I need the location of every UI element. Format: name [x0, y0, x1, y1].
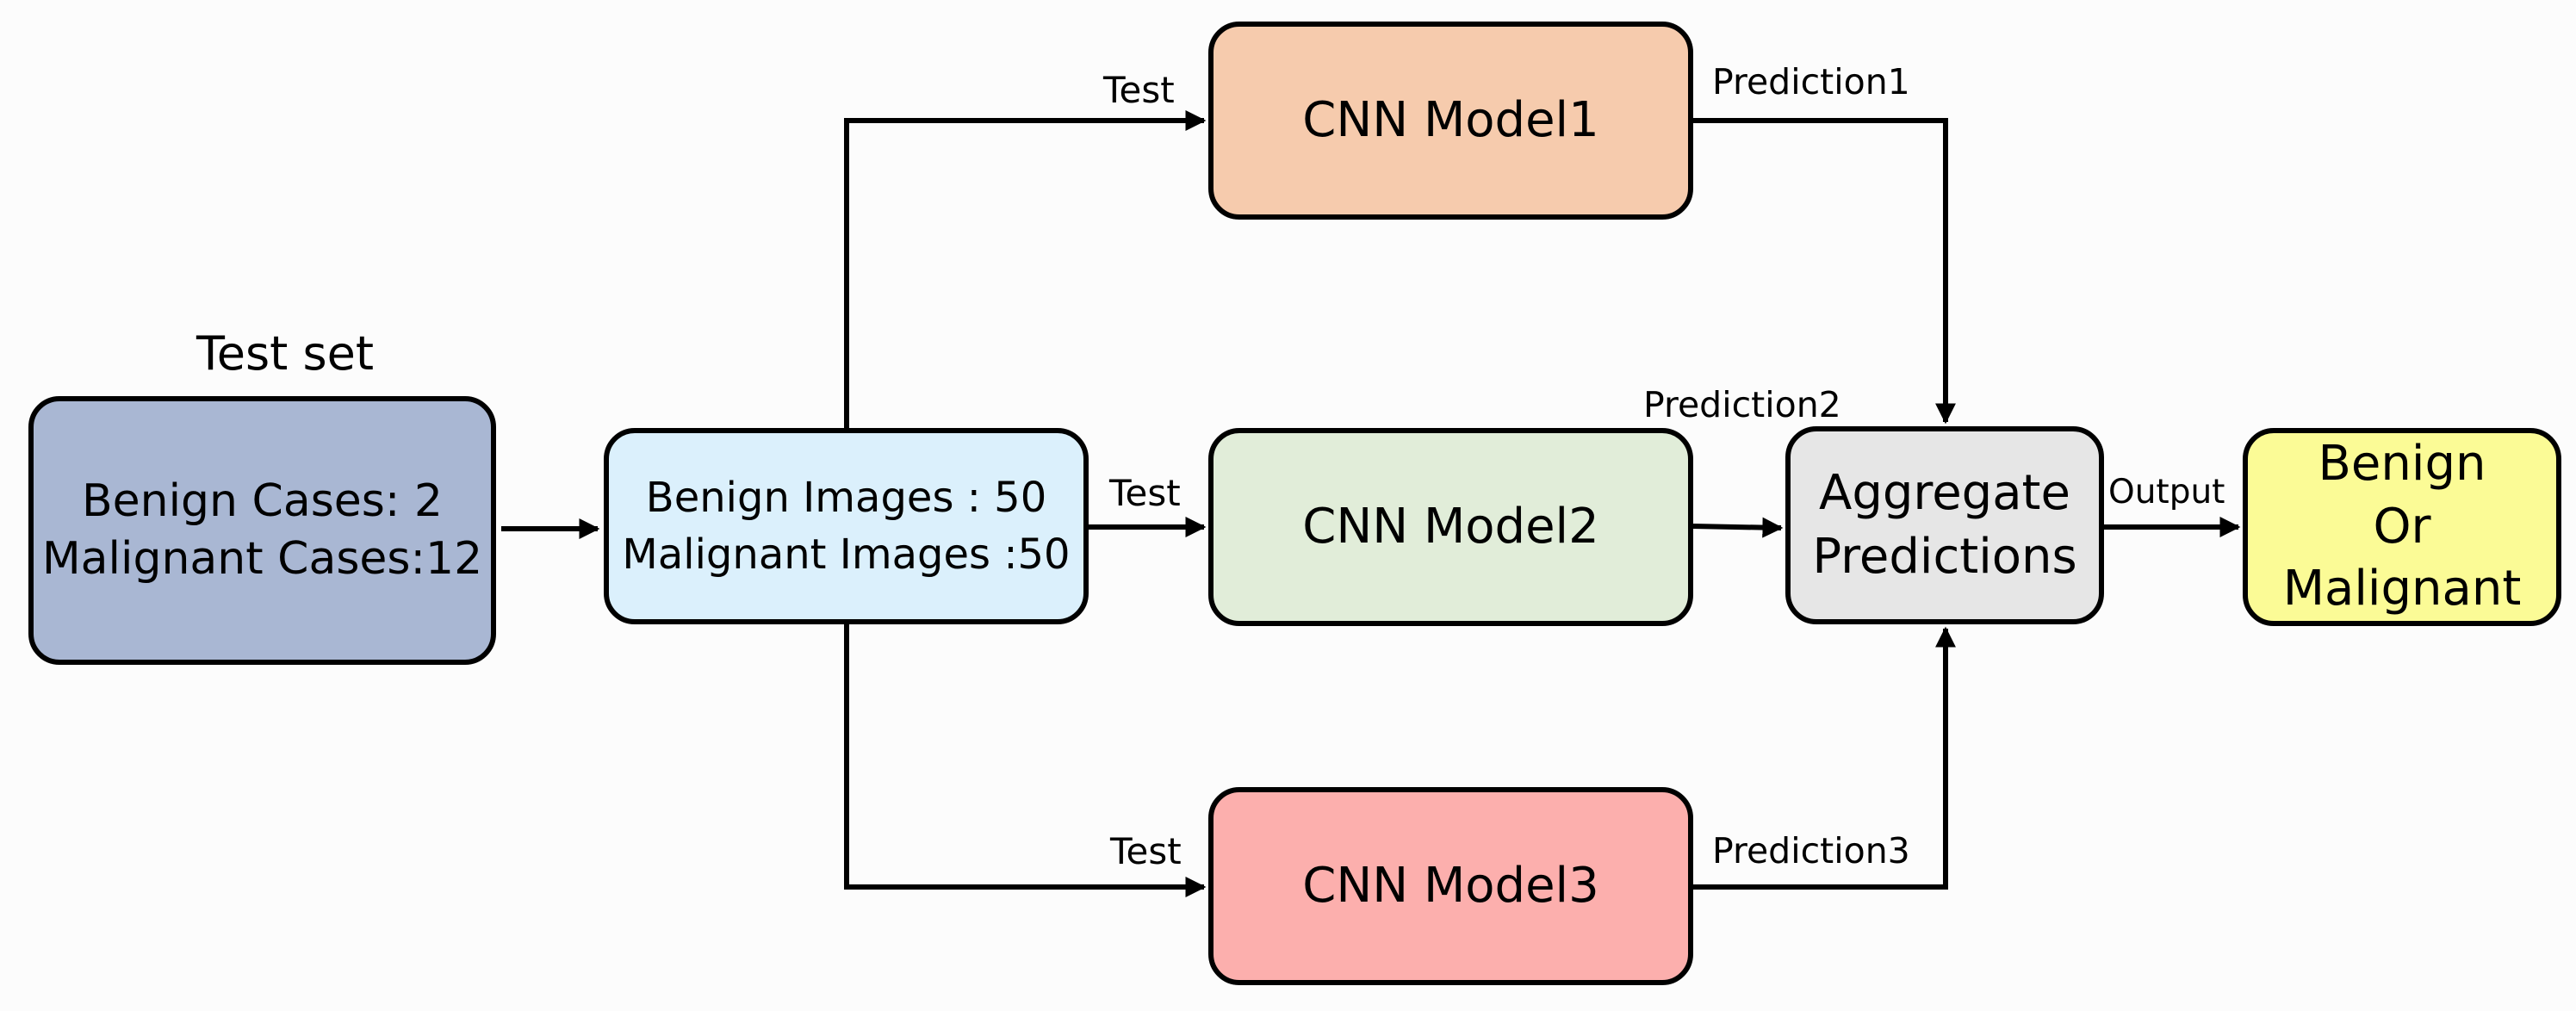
output-label: Output	[2108, 473, 2225, 512]
aggregate-line-1: Aggregate	[1819, 465, 2070, 522]
test-label-model-3: Test	[1110, 830, 1182, 872]
cnn-model-2-label: CNN Model2	[1302, 499, 1599, 555]
result-line-3: Malignant	[2282, 561, 2522, 617]
test-label-model-1: Test	[1103, 69, 1175, 111]
malignant-cases-text: Malignant Cases:12	[41, 533, 483, 585]
prediction-1-label: Prediction1	[1712, 61, 1910, 102]
arrow-images-to-cnn1	[844, 110, 1207, 428]
images-box: Benign Images : 50 Malignant Images :50	[604, 428, 1089, 624]
result-line-1: Benign	[2318, 435, 2486, 492]
cnn-model-3-box: CNN Model3	[1208, 787, 1693, 985]
cnn-model-3-label: CNN Model3	[1302, 858, 1599, 915]
aggregate-predictions-box: Aggregate Predictions	[1785, 426, 2104, 624]
cnn-model-2-box: CNN Model2	[1208, 428, 1693, 626]
test-set-title: Test set	[196, 326, 375, 381]
test-set-box: Benign Cases: 2 Malignant Cases:12	[28, 396, 496, 665]
arrow-images-to-cnn3	[844, 624, 1207, 897]
arrow-cnn3-to-aggregate	[1693, 626, 1956, 890]
benign-images-text: Benign Images : 50	[645, 473, 1047, 522]
result-line-2: Or	[2373, 498, 2431, 555]
aggregate-line-2: Predictions	[1812, 529, 2077, 585]
benign-cases-text: Benign Cases: 2	[81, 475, 444, 528]
cnn-model-1-box: CNN Model1	[1208, 22, 1693, 220]
result-box: Benign Or Malignant	[2243, 428, 2561, 626]
arrow-cnn1-to-aggregate	[1693, 118, 1956, 425]
malignant-images-text: Malignant Images :50	[622, 530, 1071, 579]
arrow-cnn2-to-aggregate	[1692, 517, 1784, 538]
cnn-model-1-label: CNN Model1	[1302, 92, 1599, 149]
prediction-2-label: Prediction2	[1643, 384, 1841, 425]
test-label-model-2: Test	[1109, 472, 1181, 514]
prediction-3-label: Prediction3	[1712, 830, 1910, 871]
